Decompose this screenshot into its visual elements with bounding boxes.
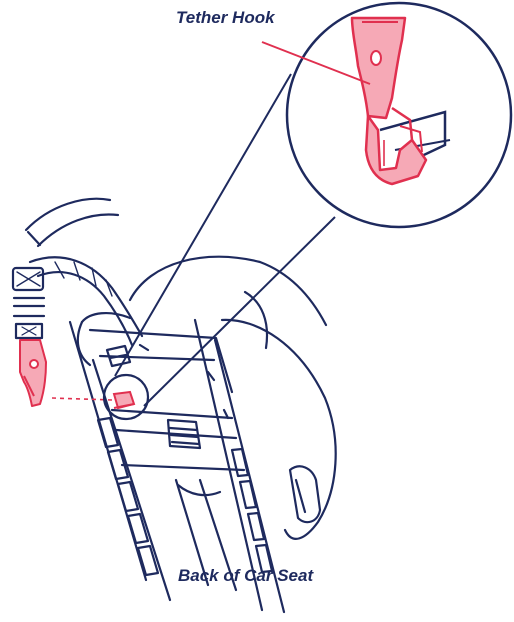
anchor-point-icon [52,392,134,408]
tether-hook-label: Tether Hook [176,8,275,28]
diagram-caption: Back of Car Seat [178,566,313,586]
zoom-detail-circle [287,3,511,227]
tether-strap-icon [13,199,142,345]
tether-hook-icon [20,340,46,406]
car-seat-back-icon [70,257,336,612]
